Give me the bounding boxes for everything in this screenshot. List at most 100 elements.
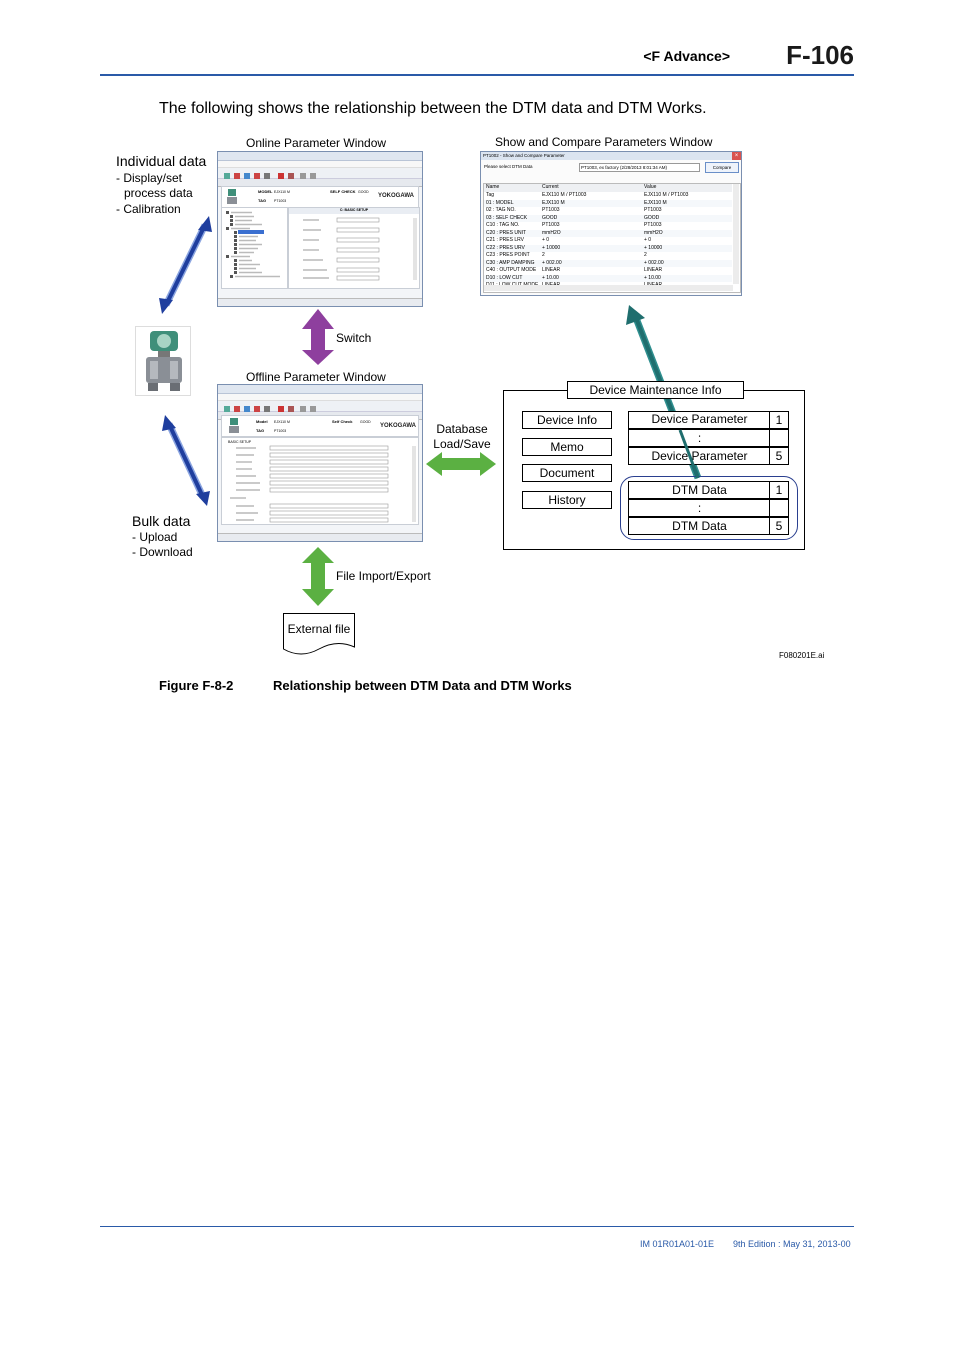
compare-cell: 03 : SELF CHECK [486, 214, 528, 221]
compare-row[interactable]: D10 : LOW CUT + 10.00 + 10.00 [484, 274, 732, 282]
compare-cell: EJX110 M [542, 199, 565, 206]
switch-label: Switch [336, 331, 372, 345]
dtm-data-num [769, 499, 789, 517]
external-file-label: External file [287, 622, 351, 636]
compare-cell: LINEAR [542, 267, 561, 273]
compare-cell: + 10.00 [644, 274, 661, 281]
document-box: Document [522, 464, 612, 482]
title-bar [218, 385, 422, 394]
brand-logo: YOKOGAWA [378, 193, 415, 199]
compare-button[interactable]: Compare [705, 162, 739, 173]
file-io-label: File Import/Export [336, 569, 431, 583]
footer-rule [100, 1226, 854, 1227]
history-box: History [522, 491, 612, 509]
self-check-value: GOOD [358, 190, 369, 194]
compare-row[interactable]: C21 : PRES LRV+ 0+ 0 [484, 237, 732, 245]
figure-number: Figure F-8-2 [159, 678, 234, 693]
transmitter-image [135, 326, 191, 396]
bulk-item: - Upload [132, 530, 178, 544]
arrows-layer [159, 216, 702, 606]
compare-cell: C20 : PRES UNIT [486, 229, 527, 236]
device-parameter-row: Device Parameter [628, 447, 771, 465]
dtm-data-num: 5 [769, 517, 789, 535]
model-value: EJX110 M [274, 190, 290, 194]
intro-text: The following shows the relationship bet… [159, 100, 707, 117]
dtm-data-num: 1 [769, 481, 789, 499]
compare-row[interactable]: 01 : MODEL EJX110 M EJX110 M [484, 199, 732, 207]
parameter-grid: C: BASIC SETUP [288, 207, 420, 289]
compare-cell: mmH2O [542, 229, 561, 236]
device-info-strip: Model EJX110 M TAG PT1003 Self Check GOO… [221, 415, 419, 437]
individual-item: process data [124, 186, 193, 200]
device-parameter-ellipsis: : [628, 429, 771, 447]
compare-cell: C21 : PRES LRV [486, 237, 524, 243]
figure-file-id: F080201E.ai [779, 651, 825, 660]
individual-data-label: Individual data [116, 153, 207, 169]
status-bar [218, 533, 422, 541]
tag-label: TAG [258, 198, 267, 203]
device-info-strip: MODEL EJX110 M TAG PT1003 SELF CHECK GOO… [221, 186, 419, 208]
model-label: MODEL [258, 189, 273, 194]
compare-cell: 02 : TAG NO. [486, 207, 516, 213]
bulk-data-arrow [162, 415, 210, 506]
self-check-value: GOOD [360, 420, 371, 424]
bulk-item: - Download [132, 545, 193, 559]
compare-cell: + 0 [644, 237, 652, 243]
compare-cell: + 10.00 [542, 274, 559, 281]
column-header: Name [486, 184, 500, 190]
toolbar [218, 168, 422, 179]
compare-cell: 01 : MODEL [486, 199, 514, 206]
close-icon[interactable]: × [732, 152, 741, 160]
database-arrow [426, 452, 496, 476]
compare-cell: D10 : LOW CUT [486, 274, 523, 281]
individual-data-arrow [159, 216, 212, 314]
dtm-data-select[interactable]: PT1003, ex factory (2/28/2013 8:01:34 AM… [579, 163, 700, 172]
dtm-data-row: DTM Data [628, 481, 771, 499]
dtm-data-highlight [620, 476, 798, 540]
memo-box: Memo [522, 438, 612, 456]
switch-arrow [302, 309, 334, 365]
parameter-tree [221, 207, 288, 289]
compare-cell: + 002.00 [542, 259, 562, 266]
compare-parameters-window: PT1002 - Show and Compare Parameter × Pl… [480, 151, 742, 296]
model-value: EJX110 M [274, 420, 290, 424]
vertical-scrollbar[interactable] [733, 184, 739, 284]
compare-cell: PT1003 [644, 222, 662, 228]
horizontal-scrollbar[interactable] [484, 285, 733, 291]
compare-row[interactable]: C30 : AMP DAMPING + 002.00 + 002.00 [484, 259, 732, 267]
compare-cell: GOOD [542, 214, 558, 221]
compare-cell: EJX110 M [644, 199, 667, 206]
compare-cell: + 002.00 [644, 259, 664, 266]
model-label: Model [256, 419, 268, 424]
individual-item: - Display/set [116, 171, 183, 185]
figure-caption: Relationship between DTM Data and DTM Wo… [273, 678, 572, 693]
compare-window-title: PT1002 - Show and Compare Parameter [481, 152, 741, 160]
individual-item: - Calibration [116, 202, 181, 216]
dtm-data-row: DTM Data [628, 517, 771, 535]
device-parameter-num: 5 [769, 447, 789, 465]
compare-cell: EJX110 M / PT1003 [542, 192, 587, 198]
grid-section-title: C: BASIC SETUP [289, 208, 419, 214]
parameter-grid: BASIC SETUP [221, 437, 419, 525]
column-header: Current [542, 184, 559, 190]
menu-bar [218, 394, 422, 401]
external-file-shape [283, 613, 355, 657]
compare-cell: C30 : AMP DAMPING [486, 259, 535, 266]
compare-cell: C22 : PRES URV [486, 244, 525, 251]
database-label-2: Load/Save [433, 437, 491, 451]
compare-window-label: Show and Compare Parameters Window [495, 135, 713, 149]
header-rule [100, 74, 854, 76]
compare-row[interactable]: C22 : PRES URV+ 10000+ 10000 [484, 244, 732, 252]
grid-section-title: BASIC SETUP [228, 440, 252, 444]
menu-bar [218, 161, 422, 168]
file-io-arrow [302, 547, 334, 606]
section-title: <F Advance> [643, 48, 730, 64]
